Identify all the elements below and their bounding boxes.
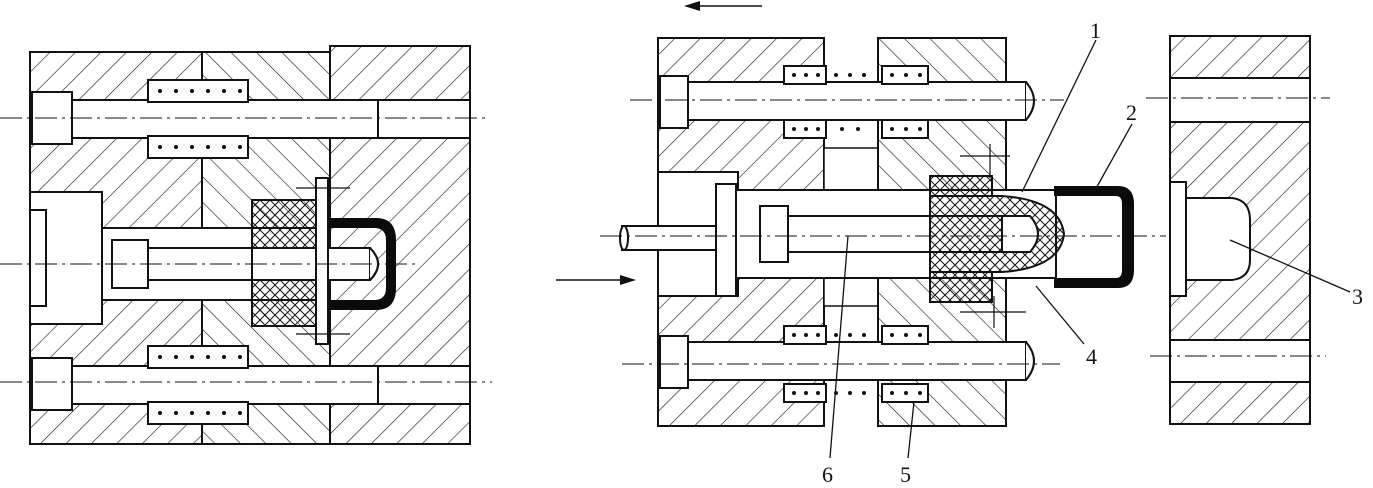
callout-label-5: 5 xyxy=(900,462,911,487)
middle-top-guide-pin xyxy=(687,81,1027,121)
right-cavity-recess xyxy=(1169,181,1251,297)
callout-leaders xyxy=(829,39,1351,459)
right-arrow-icon xyxy=(556,275,636,285)
callout-label-3: 3 xyxy=(1352,284,1363,309)
middle-mold-open-view xyxy=(556,1,1166,427)
left-bottom-guide-pin xyxy=(71,365,379,405)
left-arrow-icon xyxy=(684,1,762,11)
left-mold-closed-view xyxy=(0,45,492,445)
left-bottom-spring xyxy=(147,345,249,369)
left-top-spring xyxy=(147,79,249,103)
right-cavity-view xyxy=(1146,35,1330,425)
left-top-guide-pin xyxy=(71,99,379,139)
left-bottom-guide-pin-head xyxy=(31,357,73,411)
callout-label-1: 1 xyxy=(1090,18,1101,43)
middle-ejector-rod xyxy=(621,225,723,251)
middle-molded-part xyxy=(1054,186,1134,288)
left-molded-part xyxy=(328,218,396,310)
middle-parison xyxy=(929,195,1066,273)
callout-label-2: 2 xyxy=(1126,100,1137,125)
callout-label-4: 4 xyxy=(1086,344,1097,369)
callout-label-6: 6 xyxy=(822,462,833,487)
middle-bottom-guide-pin xyxy=(687,341,1027,381)
